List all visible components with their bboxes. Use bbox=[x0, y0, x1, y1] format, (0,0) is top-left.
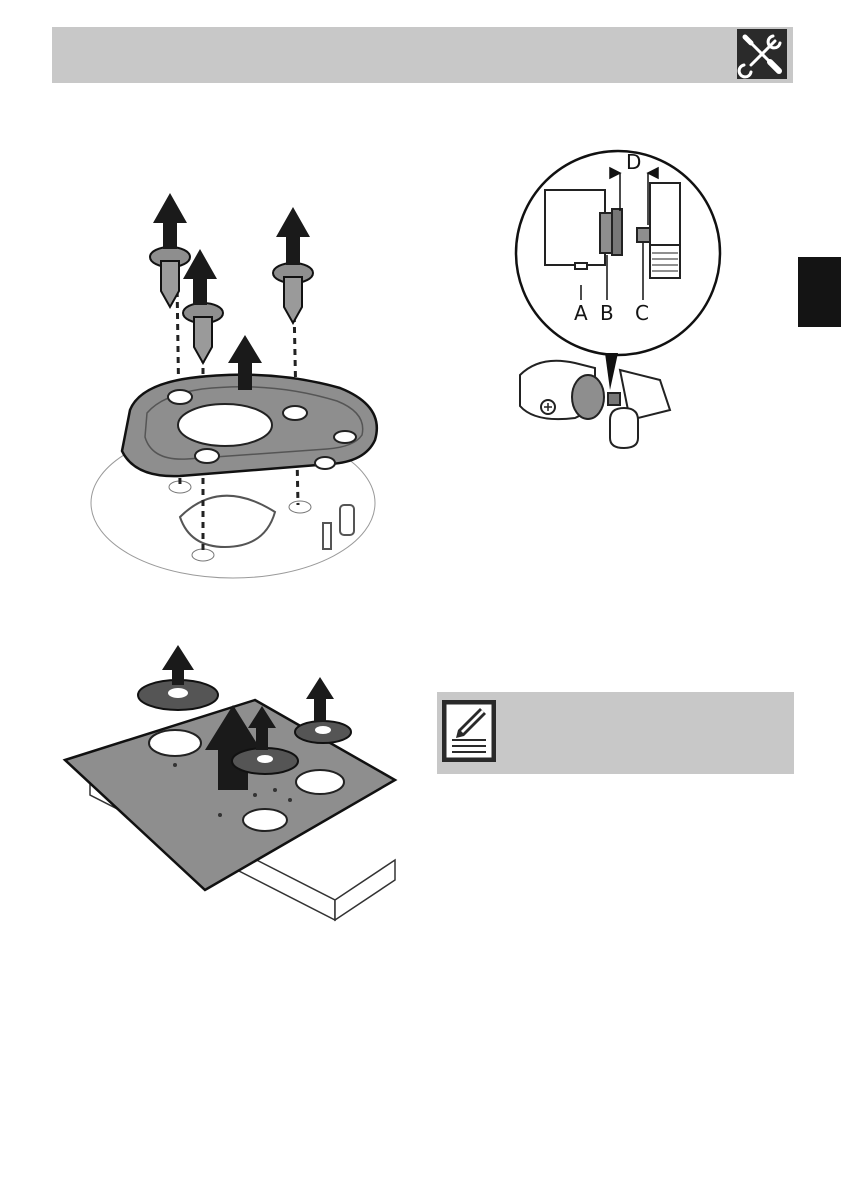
pencil-note-icon bbox=[442, 700, 496, 762]
injector-detail-figure: D A B C bbox=[500, 135, 740, 455]
label-b: B bbox=[600, 301, 614, 325]
section-tab bbox=[798, 257, 841, 327]
label-d: D bbox=[626, 150, 641, 174]
hob-caps-removal-figure bbox=[60, 640, 400, 930]
label-a: A bbox=[574, 301, 588, 325]
label-c: C bbox=[635, 301, 649, 325]
burner-plate-removal-figure bbox=[85, 185, 385, 585]
header-bar bbox=[52, 27, 793, 83]
wrench-screwdriver-icon bbox=[737, 29, 787, 79]
